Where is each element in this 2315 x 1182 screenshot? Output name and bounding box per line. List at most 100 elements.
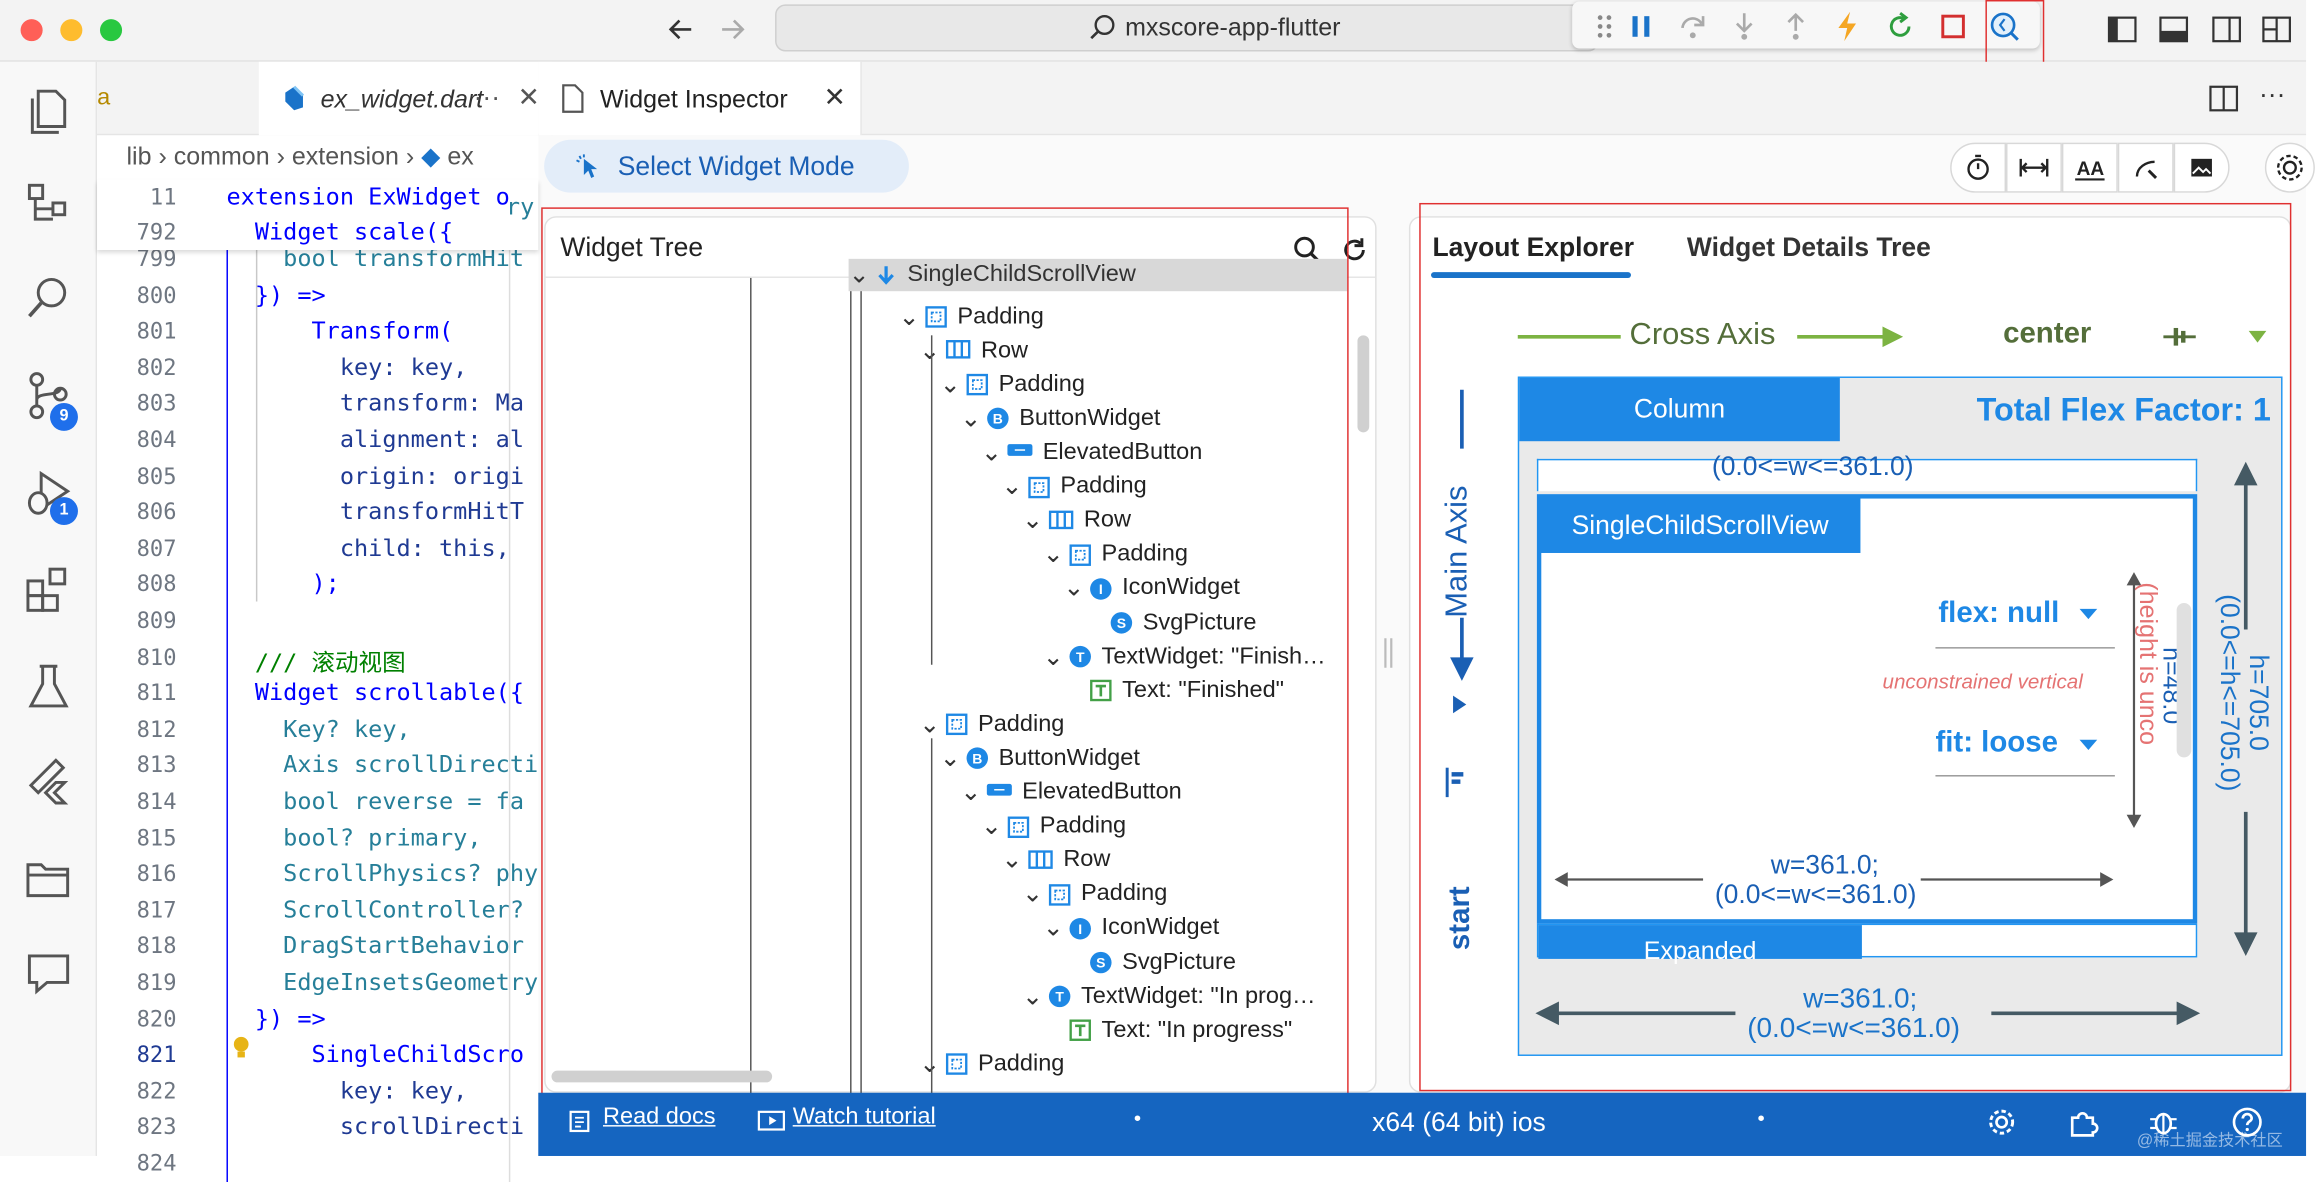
main-axis-alignment-icon[interactable] (1441, 765, 1465, 800)
maximize-window-button[interactable] (100, 19, 123, 42)
splitter-handle[interactable] (1382, 635, 1394, 670)
fit-dropdown[interactable]: fit: loose (1935, 726, 2059, 759)
breadcrumb-common[interactable]: common (173, 142, 270, 171)
settings-button[interactable] (2264, 142, 2315, 193)
tree-node[interactable]: Text: "In progress" (1043, 1014, 1292, 1048)
breadcrumb-extension[interactable]: extension (291, 142, 399, 171)
dropdown-chevron-icon[interactable] (2079, 608, 2098, 621)
step-over-icon[interactable] (1677, 10, 1709, 42)
toggle-secondary-sidebar-icon[interactable] (2210, 13, 2242, 45)
explorer-icon[interactable] (21, 82, 77, 138)
minimize-window-button[interactable] (60, 19, 83, 42)
previous-tab-fragment[interactable]: a (97, 85, 111, 111)
tree-node[interactable]: ⌄Padding (899, 300, 1044, 334)
expand-chevron-icon[interactable]: ⌄ (1042, 913, 1064, 942)
refresh-icon[interactable] (1340, 235, 1369, 264)
cross-axis-value[interactable]: center (2003, 317, 2092, 351)
close-tab-icon[interactable]: ✕ (823, 82, 846, 112)
search-sidebar-icon[interactable] (21, 271, 77, 327)
cross-axis-alignment-icon[interactable] (2160, 324, 2198, 350)
tree-horizontal-scrollbar[interactable] (551, 1070, 773, 1083)
expand-chevron-icon[interactable]: ⌄ (1022, 981, 1044, 1010)
more-actions-icon[interactable]: ··· (2258, 79, 2286, 109)
toggle-sidebar-icon[interactable] (2106, 13, 2138, 45)
tab-widget-details-tree[interactable]: Widget Details Tree (1686, 232, 1931, 262)
expand-chevron-icon[interactable]: ⌄ (848, 260, 870, 289)
tree-node[interactable]: ⌄Padding (981, 810, 1126, 844)
dropdown-chevron-icon[interactable] (2079, 739, 2098, 752)
command-center-search[interactable] (775, 4, 1599, 52)
tree-node[interactable]: ⌄Row (919, 334, 1028, 368)
chat-icon[interactable] (21, 944, 77, 1000)
tree-node[interactable]: Text: "Finished" (1063, 674, 1284, 708)
settings-gear-icon[interactable] (1985, 1106, 2017, 1138)
close-tab-icon[interactable]: ✕ (517, 82, 540, 112)
expand-chevron-icon[interactable]: ⌄ (939, 744, 961, 772)
tab-ex-widget[interactable]: ex_widget.dart ✕ (258, 61, 553, 136)
step-out-icon[interactable] (1780, 10, 1812, 42)
selected-child-box[interactable] (1536, 494, 2198, 924)
previous-child-box[interactable]: (0.0<=w<=361.0) (1536, 452, 2198, 492)
tree-node[interactable]: ⌄Padding (940, 368, 1085, 402)
tree-node[interactable]: ⌄Padding (919, 1048, 1064, 1082)
expand-chevron-icon[interactable]: ⌄ (1001, 472, 1023, 501)
help-icon[interactable] (2231, 1106, 2263, 1138)
flutter-icon[interactable] (21, 753, 77, 809)
expand-chevron-icon[interactable]: ⌄ (919, 336, 941, 365)
restart-icon[interactable] (1884, 10, 1916, 42)
expand-chevron-icon[interactable]: ⌄ (980, 811, 1002, 840)
tree-node[interactable]: ⌄Padding (919, 708, 1064, 742)
split-editor-icon[interactable] (2209, 84, 2239, 113)
expand-chevron-icon[interactable]: ⌄ (1042, 642, 1064, 671)
tree-node[interactable]: ⌄Padding (1043, 538, 1188, 572)
guidelines-button[interactable] (2006, 142, 2062, 193)
expand-chevron-icon[interactable]: ⌄ (1022, 879, 1044, 908)
tree-node[interactable]: ⌄Padding (1022, 878, 1167, 912)
source-control-icon[interactable] (21, 368, 77, 424)
expand-chevron-icon[interactable]: ⌄ (960, 404, 982, 433)
toggle-panel-icon[interactable] (2158, 13, 2190, 45)
drag-handle-icon[interactable] (1588, 10, 1620, 42)
flex-dropdown[interactable]: flex: null (1938, 597, 2060, 630)
read-docs-link[interactable]: Read docs (602, 1104, 716, 1130)
dropdown-chevron-icon[interactable] (1450, 694, 1468, 715)
select-widget-mode-button[interactable]: Select Widget Mode (544, 139, 909, 193)
baselines-button[interactable]: AA (2061, 142, 2118, 193)
more-actions-icon[interactable]: ··· (473, 82, 501, 112)
expand-chevron-icon[interactable]: ⌄ (1022, 506, 1044, 535)
extensions-icon[interactable] (21, 562, 77, 618)
expand-chevron-icon[interactable]: ⌄ (919, 1049, 941, 1078)
lightbulb-icon[interactable] (232, 1035, 250, 1059)
stop-icon[interactable] (1937, 10, 1969, 42)
expand-chevron-icon[interactable]: ⌄ (939, 370, 961, 399)
expand-chevron-icon[interactable]: ⌄ (960, 778, 982, 806)
expand-chevron-icon[interactable]: ⌄ (980, 438, 1002, 467)
code-editor[interactable]: lib › common › extension › ◆ ex 11 exten… (97, 135, 539, 1182)
tree-node[interactable]: ⌄Row (1002, 844, 1111, 878)
folders-icon[interactable] (21, 850, 77, 906)
expand-chevron-icon[interactable]: ⌄ (1042, 540, 1064, 569)
tree-node[interactable]: ⌄Row (1022, 504, 1131, 538)
main-axis-value[interactable]: start (1444, 886, 1477, 951)
watch-tutorial-link[interactable]: Watch tutorial (792, 1104, 936, 1130)
expand-chevron-icon[interactable]: ⌄ (1001, 845, 1023, 874)
tree-scrollbar[interactable] (1357, 335, 1370, 433)
expand-chevron-icon[interactable]: ⌄ (919, 710, 941, 738)
breadcrumb-file[interactable]: ex (447, 142, 474, 171)
flutter-inspector-icon[interactable] (1988, 10, 2020, 42)
close-window-button[interactable] (20, 19, 43, 42)
tab-widget-inspector[interactable]: Widget Inspector ✕ (538, 61, 862, 136)
pause-icon[interactable] (1625, 10, 1657, 42)
customize-layout-icon[interactable] (2260, 13, 2292, 45)
tree-node[interactable]: ⌄ElevatedButton (981, 436, 1202, 470)
invert-images-button[interactable] (2173, 142, 2230, 193)
flutter-outline-icon[interactable] (21, 176, 77, 232)
expand-chevron-icon[interactable]: ⌄ (1063, 574, 1085, 603)
